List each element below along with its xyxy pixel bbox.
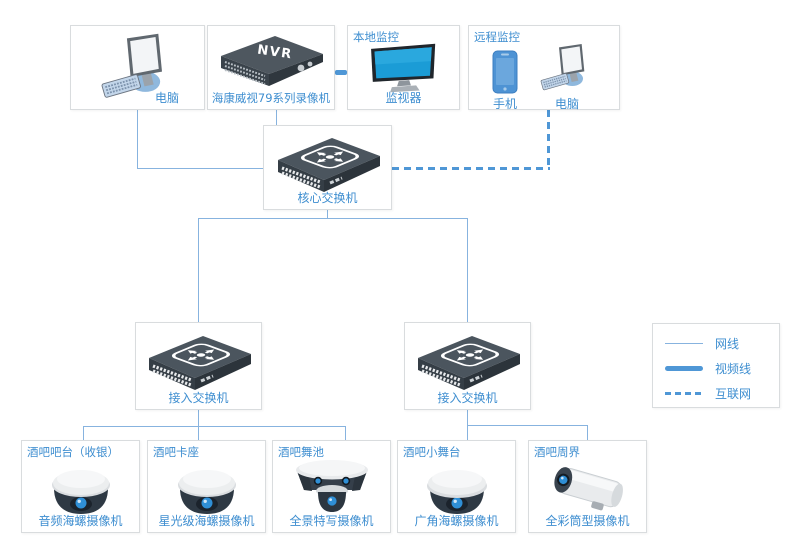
node-local-monitoring: 本地监控 监视器 [347, 25, 460, 110]
drop-cam2 [198, 426, 199, 440]
node-access-switch-left: 接入交换机 [135, 322, 262, 410]
legend: 网线 视频线 互联网 [652, 323, 780, 408]
drop-cam4 [467, 425, 468, 440]
switch-icon [277, 138, 380, 192]
link-core-down [327, 210, 328, 218]
dome-camera-icon [51, 470, 110, 514]
bus-access-right [467, 425, 587, 426]
node-remote-monitoring: 远程监控 手机 [468, 25, 620, 112]
phone-label: 手机 [492, 97, 517, 111]
link-internet-vertical [547, 110, 550, 168]
access-switch-right-label: 接入交换机 [437, 391, 498, 405]
pc-label: 电脑 [154, 91, 179, 105]
node-camera-bar-counter: 酒吧吧台（收银） 音频海螺摄像机 [21, 440, 140, 533]
bullet-camera-icon [553, 467, 623, 511]
camera-title: 酒吧卡座 [153, 445, 199, 459]
core-switch-label: 核心交换机 [297, 191, 358, 205]
phone-icon [492, 50, 518, 94]
drop-access-left [198, 218, 199, 322]
nvr-label: 海康威视79系列录像机 [211, 91, 331, 105]
desktop-computer-icon [540, 44, 585, 91]
camera-title: 酒吧周界 [534, 445, 580, 459]
nvr-device-text: NVR [256, 43, 293, 63]
desktop-computer-icon [101, 33, 162, 98]
legend-item-network-cable: 网线 [665, 331, 779, 356]
camera-title: 酒吧吧台（收银） [27, 445, 119, 459]
node-pc: 电脑 [70, 25, 205, 110]
legend-label: 网线 [715, 337, 740, 351]
local-monitoring-title: 本地监控 [353, 30, 399, 44]
bus-core-to-access [198, 218, 467, 219]
remote-devices: 手机 电脑 [469, 42, 619, 112]
dashed-line-swatch [665, 392, 703, 395]
node-camera-dance-floor: 酒吧舞池 全景特写摄像机 [272, 440, 391, 533]
node-camera-small-stage: 酒吧小舞台 广角海螺摄像机 [397, 440, 516, 533]
node-camera-perimeter: 酒吧周界 全彩筒型摄像机 [528, 440, 647, 533]
switch-icon [148, 336, 251, 390]
node-access-switch-right: 接入交换机 [404, 322, 531, 410]
access-switch-left-label: 接入交换机 [168, 391, 229, 405]
camera-label: 音频海螺摄像机 [38, 514, 123, 528]
camera-label: 星光级海螺摄像机 [158, 514, 255, 528]
camera-title: 酒吧舞池 [278, 445, 324, 459]
remote-pc: 电脑 [538, 42, 596, 112]
nvr-icon: NVR [221, 36, 323, 86]
drop-access-right [467, 218, 468, 322]
drop-cam3 [345, 426, 346, 440]
legend-item-internet: 互联网 [665, 381, 779, 406]
node-camera-booth: 酒吧卡座 星光级海螺摄像机 [147, 440, 266, 533]
link-video-nvr-monitor [335, 70, 347, 75]
camera-label: 全彩筒型摄像机 [545, 514, 630, 528]
switch-icon [417, 336, 520, 390]
legend-item-video-cable: 视频线 [665, 356, 779, 381]
remote-phone: 手机 [492, 50, 518, 112]
thin-line-swatch [665, 343, 703, 344]
node-nvr: NVR 海康威视79系列录像机 [207, 25, 335, 110]
node-core-switch: 核心交换机 [263, 125, 392, 210]
dome-camera-icon [426, 470, 487, 514]
thick-line-swatch [665, 366, 703, 371]
camera-label: 广角海螺摄像机 [414, 514, 499, 528]
monitor-label: 监视器 [385, 91, 422, 105]
dome-camera-icon [177, 470, 236, 514]
remote-monitoring-title: 远程监控 [474, 30, 520, 44]
drop-cam5 [587, 425, 588, 440]
panoramic-camera-icon [295, 460, 368, 512]
bus-access-left [83, 426, 345, 427]
link-nvr-to-core [276, 110, 277, 125]
camera-label: 全景特写摄像机 [289, 514, 374, 528]
link-pc-down [137, 110, 138, 168]
camera-title: 酒吧小舞台 [403, 445, 461, 459]
legend-label: 互联网 [715, 387, 752, 401]
monitor-icon [370, 43, 435, 93]
drop-cam1 [83, 426, 84, 440]
link-accessleft-down [198, 410, 199, 426]
link-accessright-down [467, 410, 468, 425]
link-internet-horizontal [392, 167, 550, 170]
link-pc-to-core [137, 168, 263, 169]
remote-pc-label: 电脑 [554, 97, 579, 111]
legend-label: 视频线 [715, 362, 752, 376]
